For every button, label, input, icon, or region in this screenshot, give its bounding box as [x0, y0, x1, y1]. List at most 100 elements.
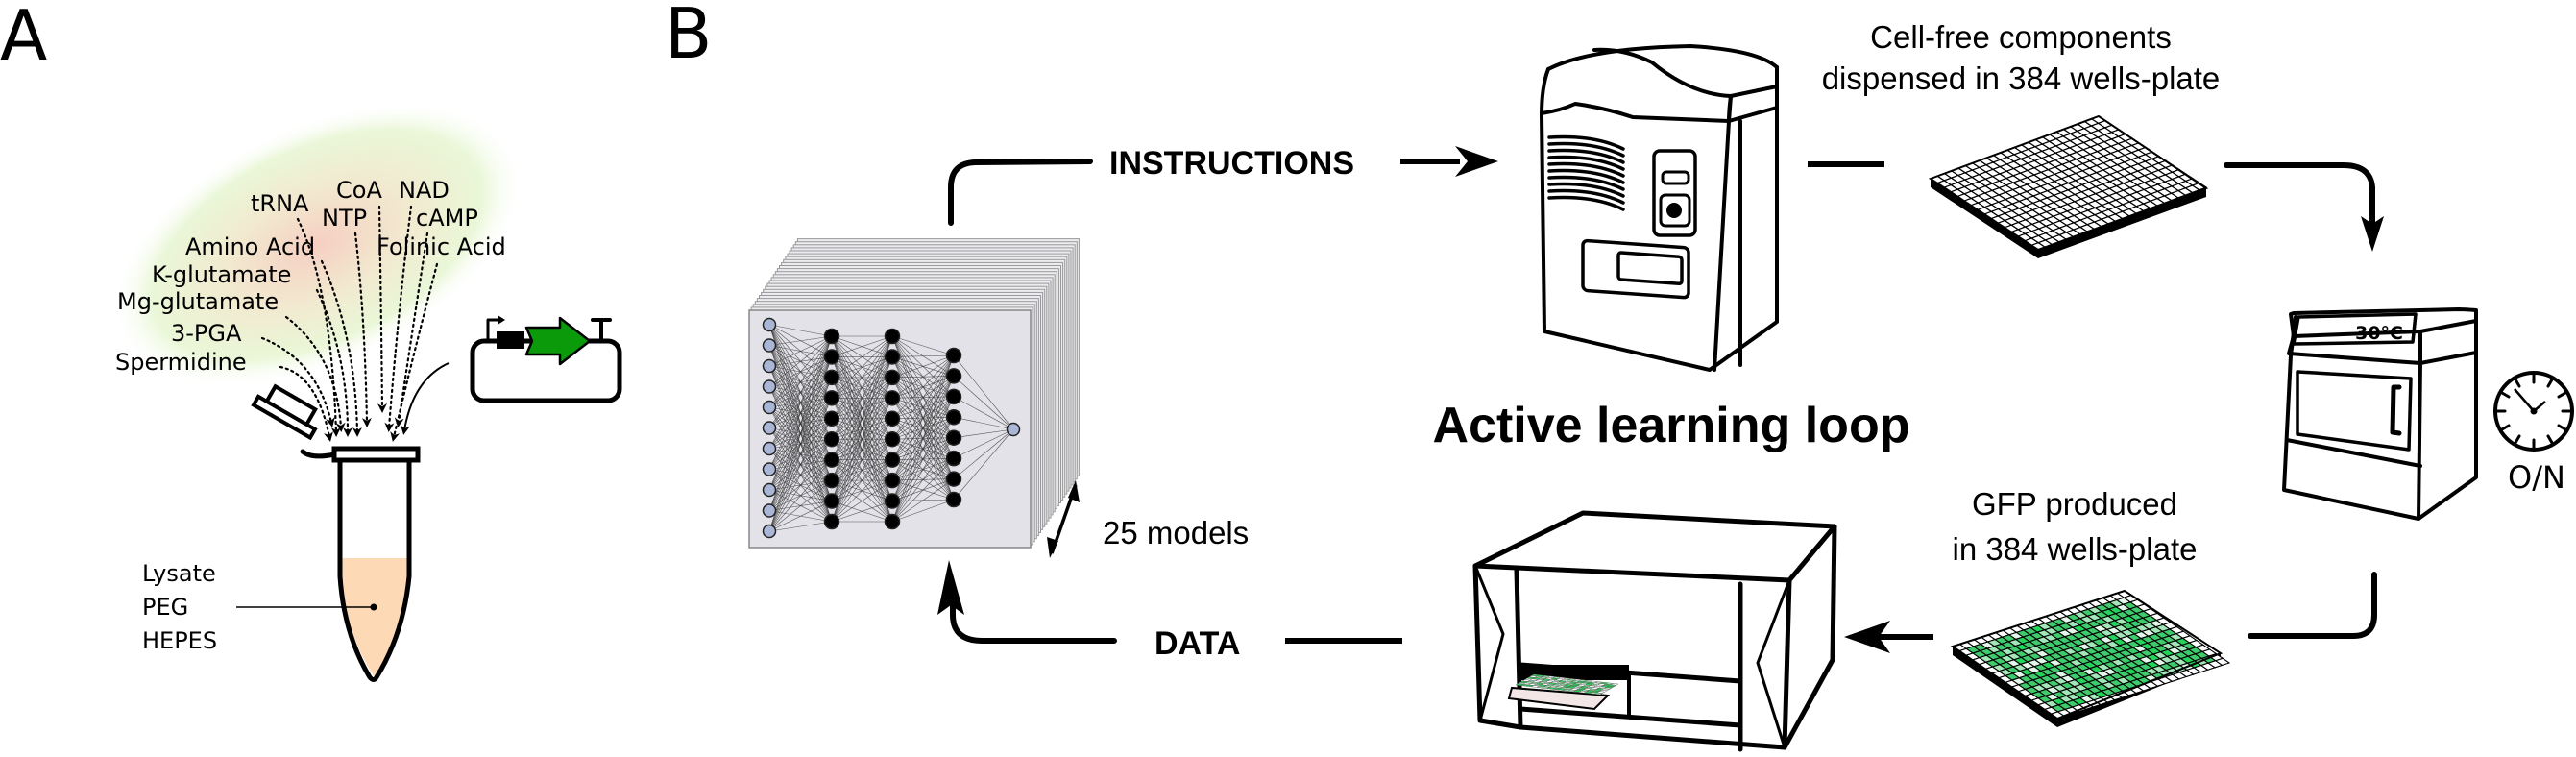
hidden-node	[945, 491, 962, 508]
incubation-time-label: O/N	[2508, 459, 2565, 496]
network-edge	[831, 439, 893, 523]
liquid-dispenser-icon	[1540, 44, 1779, 372]
network-edge	[891, 396, 955, 523]
input-node	[762, 462, 777, 476]
network-edge	[768, 377, 833, 532]
network-edge	[768, 398, 833, 532]
network-edge	[953, 396, 1014, 430]
dispense-caption-line-1: Cell-free components	[1870, 19, 2172, 55]
network-edge	[831, 335, 893, 399]
input-node	[762, 317, 777, 332]
network-edge	[768, 335, 833, 428]
gfp-caption: GFP produced in 384 wells-plate	[1953, 486, 2198, 567]
hidden-node	[945, 409, 962, 426]
component-label-3-pga: 3-PGA	[171, 320, 242, 347]
hidden-node	[823, 452, 840, 468]
arrow-plasmid	[400, 362, 450, 435]
arrow-folinic-acid	[390, 262, 439, 442]
network-edge	[891, 457, 955, 523]
network-edge	[831, 398, 893, 523]
plate-well	[2214, 657, 2231, 667]
plate-side	[1953, 647, 2221, 727]
hidden-node	[823, 513, 840, 530]
tube-content-hepes: HEPES	[142, 627, 217, 654]
hidden-node	[884, 472, 901, 489]
hidden-node	[884, 390, 901, 406]
hidden-node	[823, 328, 840, 345]
network-edge	[768, 335, 833, 511]
network-edge	[891, 354, 955, 460]
network-edge	[831, 501, 893, 523]
network-edge	[831, 335, 893, 440]
component-label-trna: tRNA	[251, 190, 309, 217]
promoter-icon	[486, 318, 501, 343]
network-edge	[891, 335, 955, 356]
tray-base	[1507, 686, 1611, 711]
component-label-nad: NAD	[399, 177, 450, 204]
components-glow	[109, 101, 524, 389]
hidden-node	[823, 390, 840, 406]
input-node	[762, 358, 777, 374]
arrow-amino-acid	[320, 259, 362, 437]
network-edge	[831, 335, 893, 419]
network-edge	[768, 418, 833, 532]
hidden-node	[884, 430, 901, 448]
network-edge	[891, 499, 955, 523]
network-edge	[831, 335, 893, 481]
network-edges	[768, 324, 1014, 532]
network-edge	[953, 376, 1014, 430]
component-label-coa: CoA	[336, 177, 382, 204]
arrow-coa	[377, 205, 387, 413]
instructions-connector	[948, 159, 1093, 226]
incubator-icon	[2282, 307, 2478, 521]
clock-tick	[2557, 391, 2567, 399]
network-edge	[831, 335, 893, 523]
network-edge	[891, 354, 955, 523]
component-label-amino-acid: Amino Acid	[185, 233, 315, 260]
plate-reader-icon	[1472, 510, 1837, 752]
network-edge	[831, 335, 893, 501]
clock-tick	[2514, 434, 2521, 445]
tube-rim	[331, 446, 421, 463]
network-edge	[831, 335, 893, 460]
input-node	[762, 338, 777, 353]
network-edge	[953, 428, 1014, 479]
hidden-node	[884, 452, 901, 468]
network-edge	[768, 439, 833, 532]
network-edge	[891, 354, 955, 501]
clock-tick	[2557, 424, 2567, 431]
input-node	[762, 441, 777, 456]
network-edge	[953, 428, 1014, 459]
component-arrows	[260, 205, 450, 442]
network-edge	[891, 354, 955, 357]
network-edge	[768, 521, 833, 532]
hidden-node	[945, 471, 962, 487]
dispense-caption-line-2: dispensed in 384 wells-plate	[1822, 61, 2221, 96]
hidden-node	[884, 493, 901, 509]
network-edge	[768, 501, 833, 532]
network-edge	[891, 376, 955, 523]
plate-side	[1931, 179, 2206, 258]
network-edge	[891, 437, 955, 523]
hidden-node	[884, 410, 901, 427]
eppendorf-tube-icon	[236, 383, 421, 682]
arrow-nad	[384, 205, 413, 432]
terminator-icon	[591, 318, 612, 343]
clock-tick	[2500, 391, 2511, 399]
models-count-label: 25 models	[1103, 515, 1249, 550]
hidden-node	[884, 369, 901, 386]
instructions-label: INSTRUCTIONS	[1109, 145, 1354, 182]
network-edge	[768, 459, 833, 532]
network-edge	[768, 335, 833, 470]
hidden-node	[945, 429, 962, 446]
network-edge	[768, 335, 833, 491]
network-edge	[831, 479, 893, 523]
component-label-folinic-acid: Folinic Acid	[377, 233, 506, 260]
network-edge	[768, 335, 833, 532]
tube-content-lysate: Lysate	[142, 560, 216, 587]
hidden-node	[884, 513, 901, 530]
network-edge	[953, 416, 1014, 430]
network-edge	[768, 324, 833, 337]
incubator-temperature: 30°C	[2355, 323, 2403, 344]
